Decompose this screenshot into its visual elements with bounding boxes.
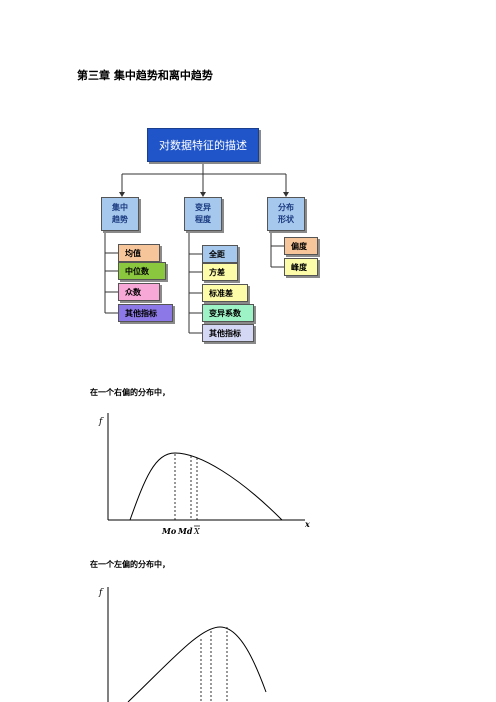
diagram-root-label: 对数据特征的描述 xyxy=(159,139,247,152)
diagram-connectors xyxy=(104,162,289,334)
category-variation: 变异 程度 xyxy=(184,197,222,231)
leaf-label: 变异系数 xyxy=(209,308,241,318)
category-label-line1: 集中 xyxy=(112,203,128,212)
leaf-label: 方差 xyxy=(209,267,225,277)
category-label-line1: 变异 xyxy=(195,203,211,212)
right-skew-y-label: f xyxy=(98,417,104,427)
left-skew-curve xyxy=(127,626,267,702)
right-skew-figure: f x Mo Md X xyxy=(98,413,310,536)
left-skew-figure: f xyxy=(98,587,267,702)
right-skew-curve xyxy=(129,452,283,521)
leaf-label: 标准差 xyxy=(209,288,233,298)
leaf-label: 众数 xyxy=(125,287,141,297)
leaf-range: 全距 xyxy=(202,245,238,263)
leaf-label: 偏度 xyxy=(291,241,307,251)
category-distribution-shape: 分布 形状 xyxy=(267,197,305,231)
leaf-mode: 众数 xyxy=(118,283,160,301)
category-label-line1: 分布 xyxy=(278,203,294,212)
leaf-label: 其他指标 xyxy=(209,328,241,338)
category-label-line2: 形状 xyxy=(278,215,294,224)
leaf-label: 其他指标 xyxy=(125,308,157,318)
leaf-standard-deviation: 标准差 xyxy=(202,284,248,302)
mode-label: Mo xyxy=(161,526,177,536)
leaf-other-variation: 其他指标 xyxy=(202,324,254,342)
left-skew-caption: 在一个左偏的分布中， xyxy=(90,560,170,569)
right-skew-caption: 在一个右偏的分布中， xyxy=(90,388,170,397)
leaf-coefficient-of-variation: 变异系数 xyxy=(202,304,254,322)
left-skew-y-label: f xyxy=(98,588,104,598)
page-title: 第三章 集中趋势和离中趋势 xyxy=(77,69,213,82)
diagram-root-box: 对数据特征的描述 xyxy=(147,128,259,162)
category-central-tendency: 集中 趋势 xyxy=(101,197,139,231)
leaf-label: 均值 xyxy=(125,248,141,258)
leaf-median: 中位数 xyxy=(118,262,166,280)
mean-label: X xyxy=(193,527,200,536)
leaf-label: 全距 xyxy=(209,249,225,259)
category-label-line2: 程度 xyxy=(195,215,211,224)
leaf-label: 峰度 xyxy=(291,262,307,272)
right-skew-x-label: x xyxy=(304,519,310,529)
leaf-kurtosis: 峰度 xyxy=(284,258,318,276)
leaf-other-central: 其他指标 xyxy=(118,304,173,322)
leaf-label: 中位数 xyxy=(125,266,149,276)
median-label: Md xyxy=(177,526,193,536)
category-label-line2: 趋势 xyxy=(112,215,128,224)
leaf-mean: 均值 xyxy=(118,244,160,262)
leaf-skewness: 偏度 xyxy=(284,237,318,255)
leaf-variance: 方差 xyxy=(202,263,238,281)
